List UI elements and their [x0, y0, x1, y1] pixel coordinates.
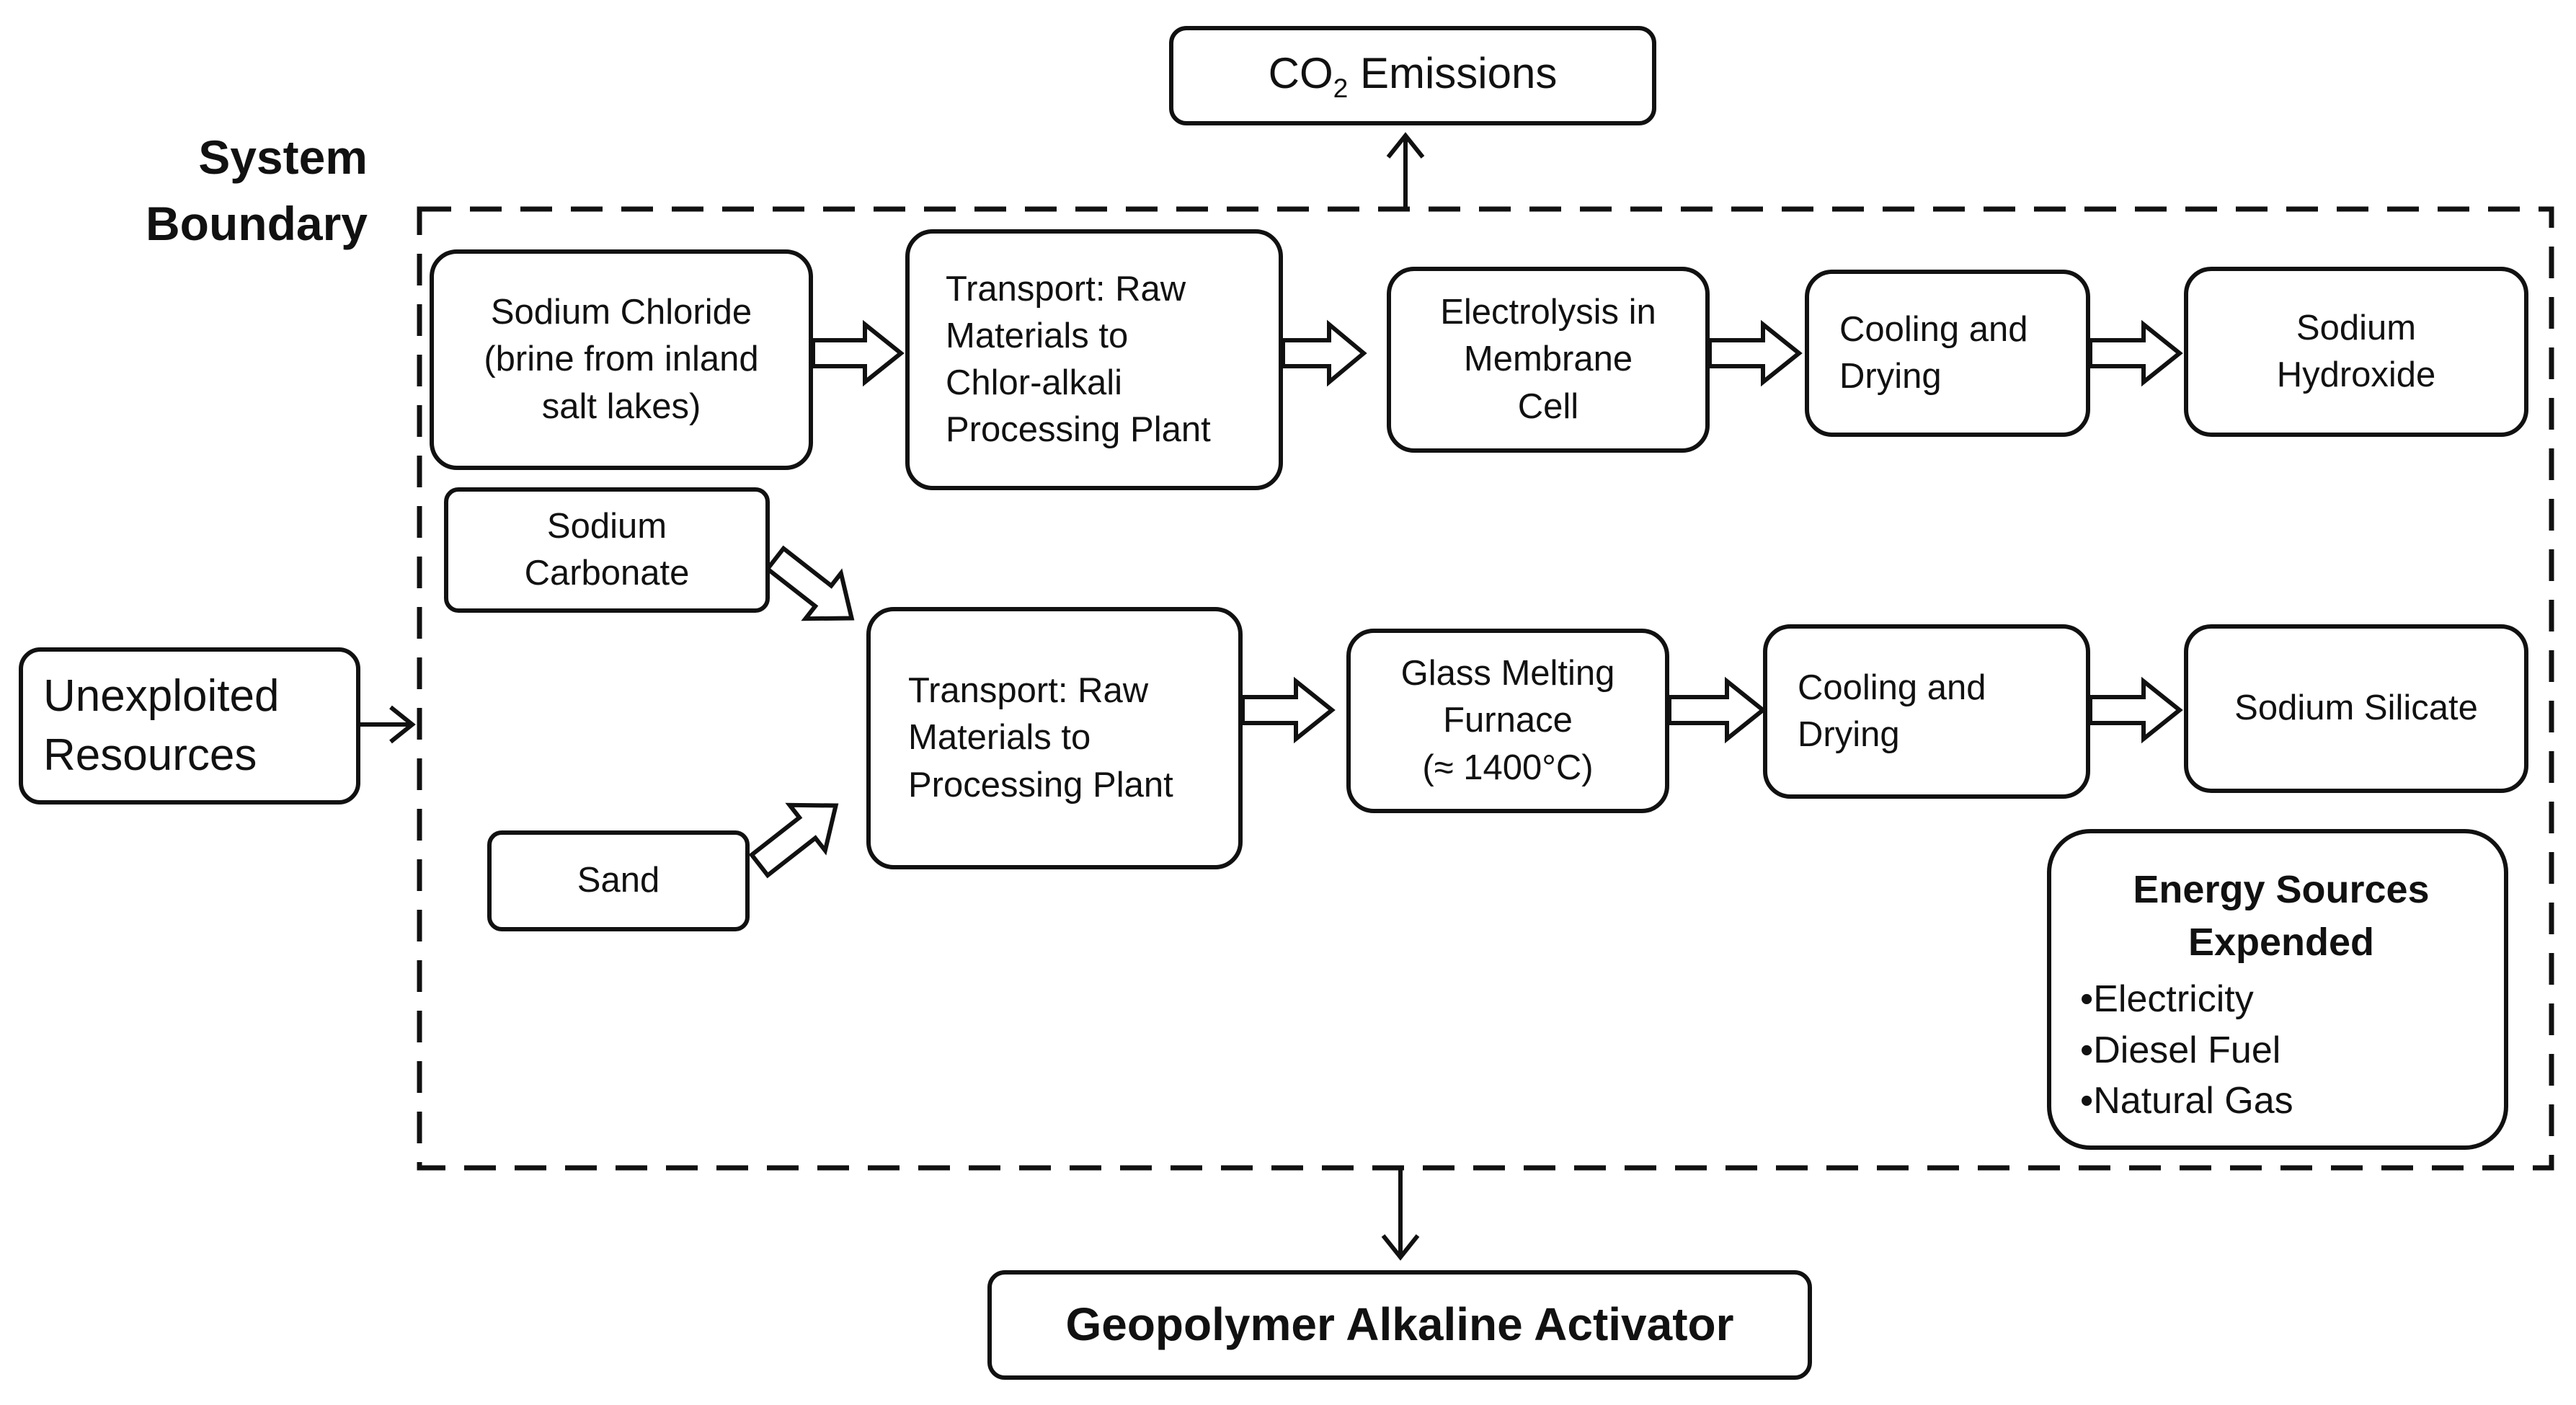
- energy-sources-title: Energy Sources Expended: [2133, 868, 2430, 965]
- transport-chlor-alkali-box: Transport: Raw Materials to Chlor-alkali…: [905, 229, 1283, 490]
- energy-source-item: Natural Gas: [2080, 1076, 2482, 1127]
- electrolysis-box: Electrolysis in Membrane Cell: [1387, 267, 1710, 453]
- energy-sources-list: Electricity Diesel Fuel Natural Gas: [2080, 974, 2482, 1127]
- energy-sources-box: Energy Sources Expended Electricity Dies…: [2047, 829, 2508, 1150]
- system-boundary-label: System Boundary: [145, 130, 368, 251]
- energy-source-item: Diesel Fuel: [2080, 1025, 2482, 1076]
- block-arrow-transport2-to-furnace: [1240, 676, 1336, 744]
- block-arrow-electrolysis-to-cooling: [1707, 319, 1803, 387]
- sand-box: Sand: [487, 830, 750, 931]
- glass-melting-furnace-box: Glass Melting Furnace (≈ 1400°C): [1346, 629, 1669, 813]
- co2-arrow: [1386, 132, 1425, 209]
- sodium-carbonate-box: Sodium Carbonate: [444, 487, 770, 613]
- block-arrow-chloride-to-transport: [811, 319, 905, 387]
- unexploited-resources-box: Unexploited Resources: [19, 647, 360, 805]
- geopolymer-activator-box: Geopolymer Alkaline Activator: [987, 1270, 1812, 1380]
- block-arrow-carbonate-to-transport: [764, 545, 855, 621]
- cooling-drying-silicate-box: Cooling and Drying: [1763, 624, 2090, 799]
- block-arrow-furnace-to-cooling: [1667, 676, 1767, 744]
- co2-emissions-box: CO2 Emissions: [1169, 26, 1656, 125]
- resources-arrow: [360, 705, 416, 744]
- system-boundary: [417, 206, 2554, 1171]
- cooling-drying-hydroxide-box: Cooling and Drying: [1805, 270, 2090, 437]
- transport-processing-box: Transport: Raw Materials to Processing P…: [866, 607, 1243, 869]
- block-arrow-sand-to-transport: [748, 802, 839, 879]
- energy-source-item: Electricity: [2080, 974, 2482, 1025]
- block-arrow-transport-to-electrolysis: [1281, 319, 1367, 387]
- sodium-hydroxide-box: Sodium Hydroxide: [2184, 267, 2528, 437]
- sodium-silicate-box: Sodium Silicate: [2184, 624, 2528, 793]
- block-arrow-cooling-to-silicate: [2088, 676, 2183, 744]
- block-arrow-cooling-to-hydroxide: [2088, 319, 2183, 387]
- co2-label: CO2 Emissions: [1268, 49, 1558, 104]
- sodium-chloride-box: Sodium Chloride (brine from inland salt …: [430, 249, 813, 470]
- output-arrow: [1381, 1168, 1420, 1261]
